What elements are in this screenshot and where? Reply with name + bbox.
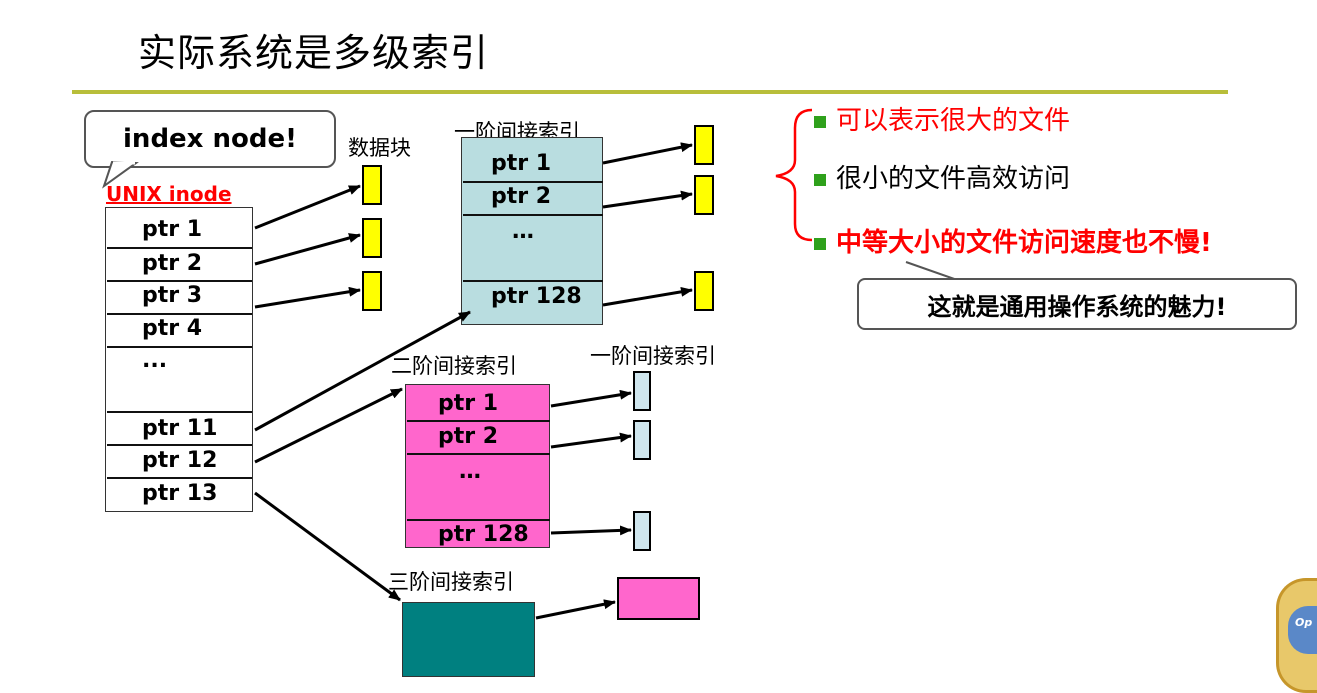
inode-ellipsis: ...: [142, 348, 168, 373]
inode-ptr-1: ptr 1: [142, 217, 203, 242]
arrow-icon: [254, 387, 403, 464]
arrow-icon: [602, 190, 693, 209]
single-divider: [463, 181, 603, 183]
inode-ptr-13: ptr 13: [142, 481, 218, 506]
single-ptr-1: ptr 1: [491, 151, 552, 176]
arrow-icon: [254, 184, 361, 230]
bullet-text: 中等大小的文件访问速度也不慢!: [836, 228, 1212, 258]
double-sub-label: 一阶间接索引: [590, 344, 716, 368]
inode-divider: [107, 411, 252, 413]
data-block: [694, 125, 714, 165]
arrow-icon: [254, 310, 471, 432]
index-node-callout-text: index node!: [123, 124, 297, 154]
arrow-icon: [535, 599, 616, 620]
data-block: [362, 218, 382, 258]
brace-icon: [775, 108, 813, 242]
bullet-item: 中等大小的文件访问速度也不慢!: [814, 222, 1212, 259]
double-ptr-128: ptr 128: [438, 522, 529, 547]
bullet-text: 可以表示很大的文件: [836, 106, 1071, 136]
single-indirect-block: [461, 137, 603, 325]
arrow-icon: [550, 432, 632, 449]
double-indirect-label: 二阶间接索引: [391, 354, 517, 378]
double-divider: [407, 420, 550, 422]
summary-bubble: 这就是通用操作系统的魅力!: [857, 278, 1297, 330]
os-logo-inner: [1288, 606, 1317, 654]
single-divider: [463, 280, 603, 282]
page-title: 实际系统是多级索引: [138, 31, 490, 75]
data-block: [694, 175, 714, 215]
bullet-square-icon: [814, 115, 826, 128]
title-rule: [72, 90, 1228, 94]
magenta-block: [617, 577, 700, 620]
double-ellipsis: …: [459, 459, 481, 484]
callout-tail: [102, 160, 139, 189]
bullet-item: 可以表示很大的文件: [814, 100, 1070, 137]
os-logo-text: Op: [1295, 616, 1313, 629]
inode-ptr-4: ptr 4: [142, 316, 203, 341]
arrow-icon: [254, 491, 401, 602]
data-block-label: 数据块: [348, 136, 411, 160]
bullet-item: 很小的文件高效访问: [814, 158, 1070, 195]
index-node-callout: index node!: [84, 110, 336, 168]
arrow-icon: [254, 286, 361, 309]
single-ptr-2: ptr 2: [491, 184, 552, 209]
single-ptr-128: ptr 128: [491, 284, 582, 309]
single-ellipsis: …: [512, 219, 534, 244]
inode-ptr-3: ptr 3: [142, 283, 203, 308]
summary-text: 这就是通用操作系统的魅力!: [927, 292, 1227, 321]
arrow-icon: [254, 233, 361, 266]
arrow-icon: [602, 142, 693, 165]
double-divider: [407, 519, 550, 521]
inode-ptr-11: ptr 11: [142, 416, 218, 441]
double-divider: [407, 453, 550, 455]
triple-indirect-label: 三阶间接索引: [388, 570, 514, 594]
inode-ptr-12: ptr 12: [142, 448, 218, 473]
index-block: [633, 420, 651, 460]
arrow-icon: [550, 389, 632, 408]
arrow-icon: [550, 525, 632, 536]
inode-divider: [107, 313, 252, 315]
arrow-icon: [602, 286, 693, 307]
index-block: [633, 371, 651, 411]
data-block: [694, 271, 714, 311]
inode-divider: [107, 346, 252, 348]
double-ptr-1: ptr 1: [438, 391, 499, 416]
inode-divider: [107, 477, 252, 479]
inode-ptr-2: ptr 2: [142, 251, 203, 276]
data-block: [362, 165, 382, 205]
inode-divider: [107, 280, 252, 282]
unix-inode-label: UNIX inode: [106, 182, 232, 206]
double-ptr-2: ptr 2: [438, 424, 499, 449]
single-divider: [463, 214, 603, 216]
bullet-text: 很小的文件高效访问: [836, 164, 1071, 194]
data-block: [362, 271, 382, 311]
inode-divider: [107, 247, 252, 249]
inode-divider: [107, 444, 252, 446]
triple-indirect-block: [402, 602, 535, 677]
bullet-square-icon: [814, 173, 826, 186]
inode-box: [105, 207, 253, 512]
bullet-square-icon: [814, 237, 826, 250]
index-block: [633, 511, 651, 551]
